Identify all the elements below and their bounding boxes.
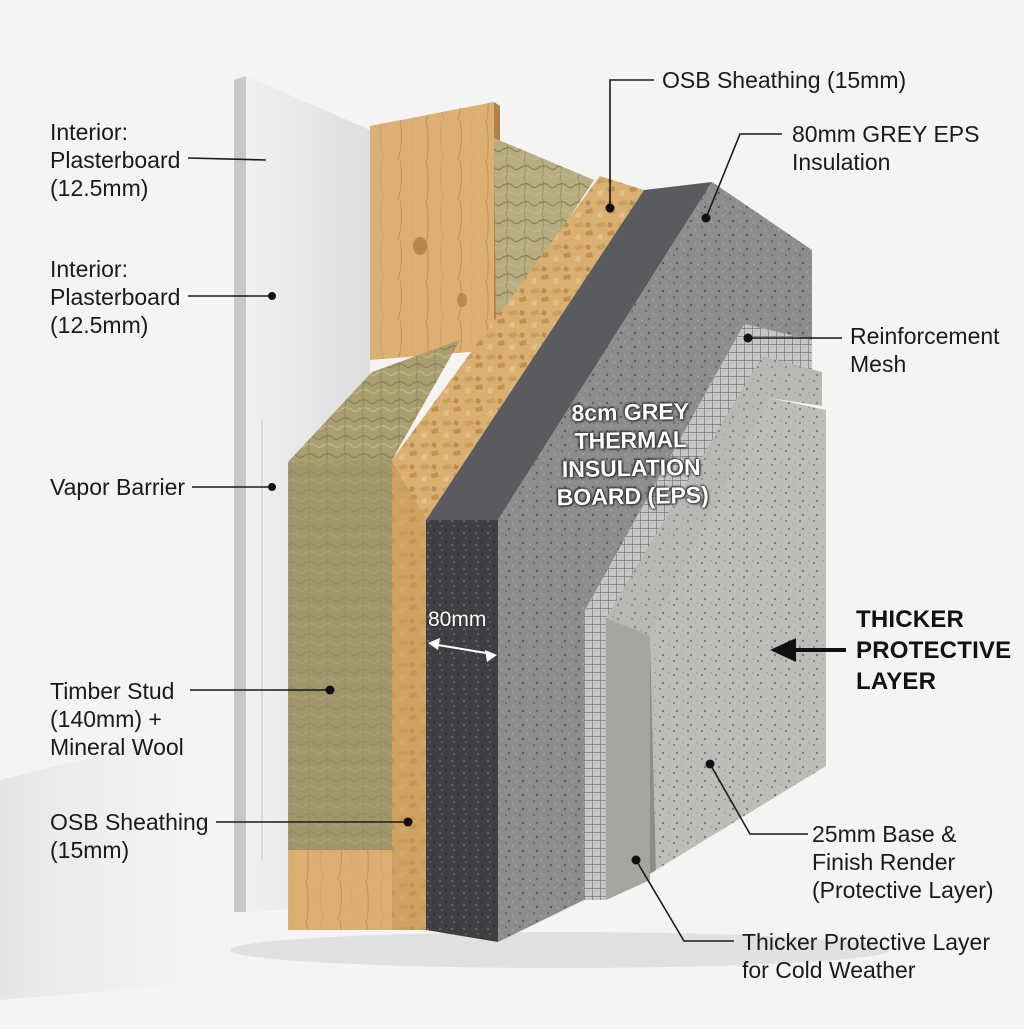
- finish-render-layer: [650, 398, 826, 874]
- vapor-barrier-label: Vapor Barrier: [50, 474, 186, 500]
- plasterboard-label-1: Interior: Plasterboard (12.5mm): [50, 119, 181, 201]
- dimension-label-80mm: 80mm: [428, 608, 487, 631]
- base-render-layer: [606, 356, 822, 900]
- osb-sheathing-label-bottom: OSB Sheathing (15mm): [50, 809, 209, 863]
- thicker-protective-layer-label: THICKER PROTECTIVE LAYER: [856, 606, 1012, 695]
- osb-sheathing-label-top: OSB Sheathing (15mm): [662, 67, 907, 93]
- eps-board-text: 8cm GREY THERMAL INSULATION BOARD (EPS): [556, 397, 710, 511]
- mineral-wool-layer: [288, 138, 594, 850]
- leader-dots: [268, 203, 753, 865]
- leader-lines: [187, 79, 842, 942]
- render-label: 25mm Base & Finish Render (Protective La…: [812, 821, 994, 903]
- reinforcement-mesh-label: Reinforcement Mesh: [850, 323, 1000, 377]
- eps-insulation-label: 80mm GREY EPS Insulation: [792, 121, 980, 175]
- cold-weather-label: Thicker Protective Layer for Cold Weathe…: [742, 929, 990, 983]
- reinforcement-mesh-layer: [584, 324, 812, 900]
- plasterboard-label-2: Interior: Plasterboard (12.5mm): [50, 256, 181, 338]
- osb-sheathing-layer: [392, 176, 644, 930]
- protective-layer-arrow: [770, 638, 846, 662]
- dimension-arrow-80mm: [428, 638, 497, 662]
- timber-stud-label: Timber Stud (140mm) + Mineral Wool: [50, 678, 184, 760]
